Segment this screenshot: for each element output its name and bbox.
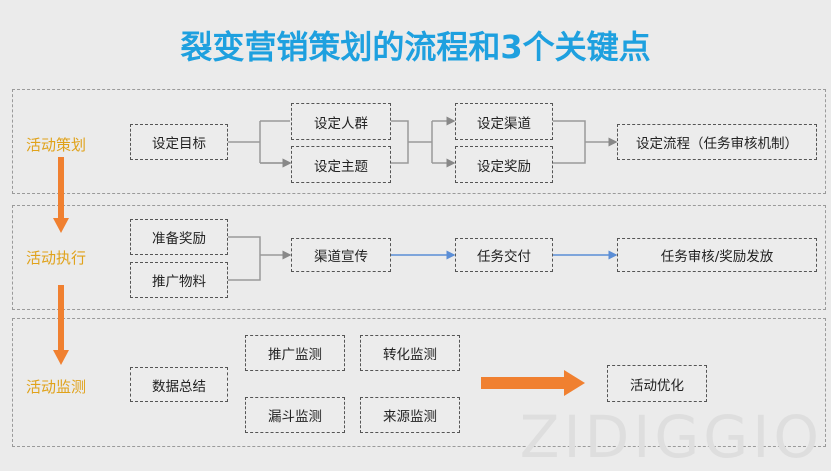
box-promo-monitor: 推广监测 — [245, 335, 345, 371]
box-prepare-reward: 准备奖励 — [130, 219, 228, 255]
stage-label-planning: 活动策划 — [26, 136, 87, 154]
connector — [391, 121, 454, 164]
connector — [228, 236, 290, 281]
connector — [228, 120, 290, 163]
result-arrow-head — [564, 370, 585, 396]
box-task-delivery: 任务交付 — [455, 238, 553, 272]
box-promo-material: 推广物料 — [130, 262, 228, 298]
section-execution — [12, 205, 826, 310]
stage-label-execution: 活动执行 — [26, 249, 87, 267]
stage-arrow-shaft — [58, 285, 64, 351]
watermark: ZIDIGGIO — [519, 403, 823, 471]
box-channel-promo: 渠道宣传 — [291, 238, 391, 272]
result-arrow-shaft — [481, 377, 565, 389]
box-data-summary: 数据总结 — [130, 367, 228, 402]
box-optimize: 活动优化 — [607, 365, 707, 402]
section-planning — [12, 89, 826, 194]
stage-arrow-head — [53, 218, 69, 233]
connector — [553, 120, 616, 164]
box-task-review: 任务审核/奖励发放 — [617, 238, 817, 272]
box-set-channel: 设定渠道 — [455, 103, 553, 140]
box-conversion-monitor: 转化监测 — [360, 335, 460, 371]
box-set-reward: 设定奖励 — [455, 146, 553, 183]
box-source-monitor: 来源监测 — [360, 397, 460, 433]
stage-label-monitoring: 活动监测 — [26, 378, 87, 396]
box-set-theme: 设定主题 — [291, 146, 391, 183]
box-set-process: 设定流程（任务审核机制） — [617, 124, 817, 160]
stage-arrow-head — [53, 350, 69, 365]
section-monitoring — [12, 318, 826, 447]
box-funnel-monitor: 漏斗监测 — [245, 397, 345, 433]
stage-arrow-shaft — [58, 157, 64, 219]
box-set-audience: 设定人群 — [291, 103, 391, 140]
box-set-goal: 设定目标 — [130, 124, 228, 160]
diagram-title: 裂变营销策划的流程和3个关键点 — [180, 28, 651, 66]
